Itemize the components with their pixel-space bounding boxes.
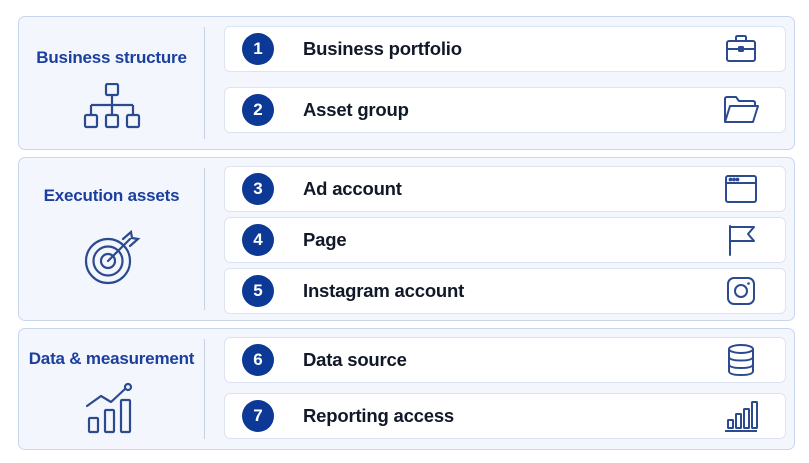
target-icon (83, 230, 141, 286)
list-item-asset-group[interactable]: 2 Asset group (224, 87, 786, 133)
item-label: Page (303, 229, 347, 250)
list-item-data-source[interactable]: 6 Data source (224, 337, 786, 383)
group-title: Data & measurement (28, 349, 195, 368)
browser-window-icon (723, 171, 759, 207)
item-label: Reporting access (303, 405, 455, 426)
list-item-page[interactable]: 4 Page (224, 217, 786, 263)
group-execution-assets: Execution assets 3 Ad account 4 (18, 157, 795, 321)
growth-chart-icon (84, 382, 140, 434)
database-icon (723, 342, 759, 378)
item-label: Asset group (303, 99, 409, 120)
briefcase-icon (723, 31, 759, 67)
group-business-structure: Business structure 1 Business portfolio … (18, 16, 795, 150)
step-number: 7 (242, 400, 274, 432)
item-label: Instagram account (303, 280, 465, 301)
list-item-ad-account[interactable]: 3 Ad account (224, 166, 786, 212)
divider (204, 339, 205, 439)
group-title: Execution assets (43, 186, 180, 205)
group-side: Data & measurement (19, 329, 204, 449)
item-label: Ad account (303, 178, 402, 199)
group-data-measurement: Data & measurement 6 Data source 7 Rep (18, 328, 795, 450)
folder-icon (723, 92, 759, 128)
divider (204, 168, 205, 310)
group-title: Business structure (36, 48, 187, 67)
flag-icon (723, 222, 759, 258)
list-item-business-portfolio[interactable]: 1 Business portfolio (224, 26, 786, 72)
instagram-icon (723, 273, 759, 309)
step-number: 3 (242, 173, 274, 205)
divider (204, 27, 205, 139)
org-chart-icon (83, 83, 141, 129)
list-item-reporting-access[interactable]: 7 Reporting access (224, 393, 786, 439)
list-item-instagram-account[interactable]: 5 Instagram account (224, 268, 786, 314)
group-side: Execution assets (19, 158, 204, 320)
step-number: 6 (242, 344, 274, 376)
step-number: 2 (242, 94, 274, 126)
step-number: 4 (242, 224, 274, 256)
item-label: Data source (303, 349, 407, 370)
bar-chart-icon (723, 398, 759, 434)
item-label: Business portfolio (303, 38, 462, 59)
step-number: 1 (242, 33, 274, 65)
group-side: Business structure (19, 17, 204, 149)
step-number: 5 (242, 275, 274, 307)
